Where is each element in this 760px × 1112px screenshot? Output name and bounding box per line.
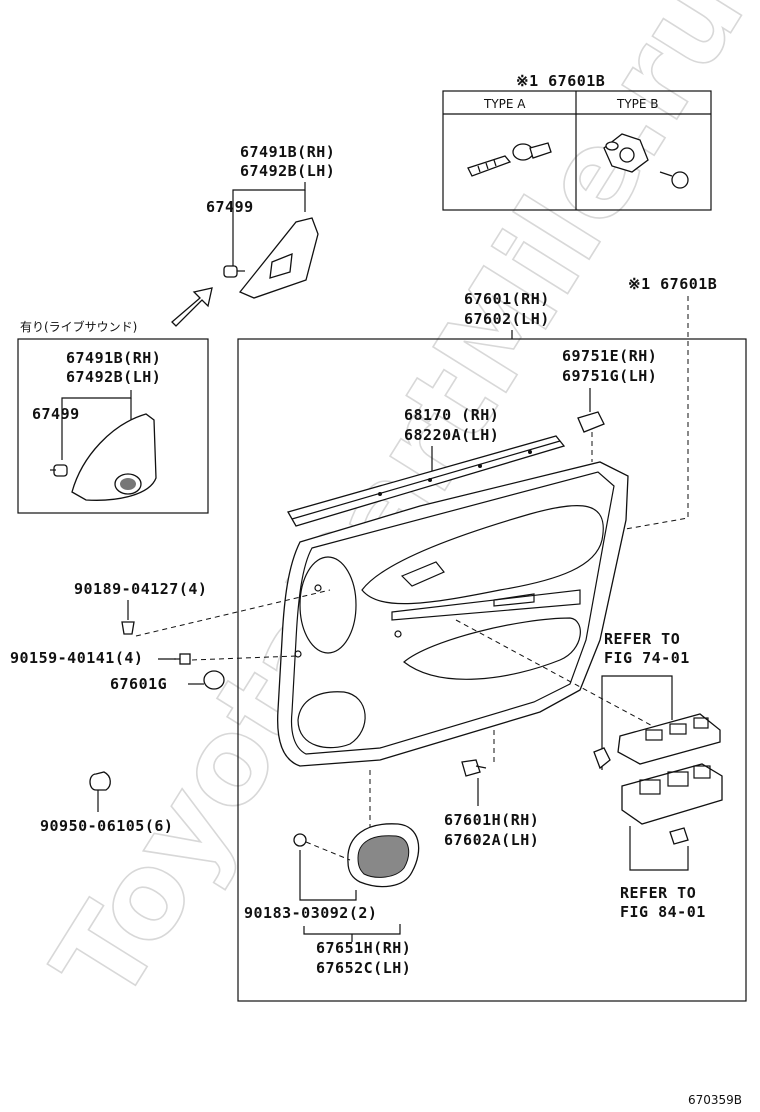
refer2-line2: FIG 84-01 [620, 903, 706, 921]
option-speaker-cover-part [71, 413, 157, 501]
nut-90183-part [293, 833, 307, 847]
top-mirror-cover-part [238, 217, 319, 299]
screw-90159-part [174, 653, 191, 665]
top-screw-label: 67499 [206, 198, 254, 216]
door-trim-panel-part [276, 461, 629, 767]
top-cover-rh-label: 67491B(RH) [240, 143, 335, 161]
types-box [442, 90, 712, 211]
clip-67601h-part [461, 759, 487, 777]
panel-rh-label: 67601(RH) [464, 290, 550, 308]
screw-90159-label: 90159-40141(4) [10, 649, 143, 667]
plug-90950-part [89, 771, 111, 791]
ref-67601b-label: ※1 67601B [628, 275, 717, 293]
panel-lh-label: 67602(LH) [464, 310, 550, 328]
top-cover-lh-label: 67492B(LH) [240, 162, 335, 180]
clip-lh-label: 67602A(LH) [444, 831, 539, 849]
type-b-header: TYPE B [616, 97, 659, 111]
top-screw-part [223, 265, 245, 278]
refer1-line2: FIG 74-01 [604, 649, 690, 667]
grille-rh-label: 67651H(RH) [316, 939, 411, 957]
screw-90189-part [121, 621, 135, 635]
switch-screw-part [669, 827, 689, 845]
plug-90950-label: 90950-06105(6) [40, 817, 173, 835]
clip-rh-label: 67601H(RH) [444, 811, 539, 829]
speaker-grille-part [347, 823, 420, 888]
clip-67601g-part [203, 670, 225, 690]
clip-67601g-label: 67601G [110, 675, 167, 693]
direction-arrow-icon [171, 287, 213, 327]
weatherstrip-lh-label: 68220A(LH) [404, 426, 499, 444]
type-a-header: TYPE A [483, 97, 526, 111]
option-part-lh-label: 67492B(LH) [66, 368, 161, 386]
nut-90183-label: 90183-03092(2) [244, 904, 377, 922]
type-a-clip-icon [467, 142, 552, 177]
window-switch-part [621, 763, 723, 825]
option-part-rh-label: 67491B(RH) [66, 349, 161, 367]
refer1-line1: REFER TO [604, 630, 680, 648]
types-box-title: ※1 67601B [516, 72, 605, 90]
screw-90189-label: 90189-04127(4) [74, 580, 207, 598]
grille-lh-label: 67652C(LH) [316, 959, 411, 977]
option-screw-part [50, 464, 68, 477]
cap-rh-label: 69751E(RH) [562, 347, 657, 365]
refer2-line1: REFER TO [620, 884, 696, 902]
type-b-clip-icon [603, 133, 689, 189]
option-box [17, 338, 209, 514]
cap-part [577, 411, 605, 433]
figure-code: 670359B [688, 1093, 742, 1107]
assembly-frame [237, 338, 747, 1002]
option-screw-label: 67499 [32, 405, 80, 423]
weatherstrip-rh-label: 68170 (RH) [404, 406, 499, 424]
switch-bezel-part [617, 713, 721, 765]
cap-lh-label: 69751G(LH) [562, 367, 657, 385]
bezel-clip-part [593, 747, 611, 770]
option-box-caption: 有り(ライブサウンド) [20, 319, 137, 334]
weatherstrip-part [287, 435, 566, 527]
